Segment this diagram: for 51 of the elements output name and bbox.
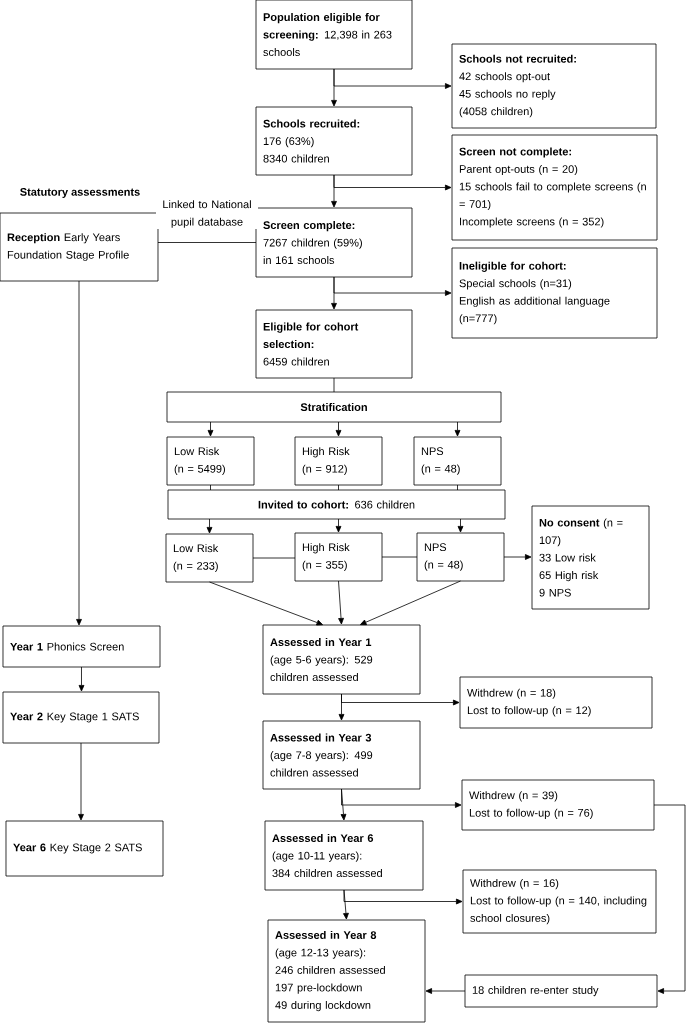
process-box: Low Risk (n = 233) (165, 533, 254, 583)
process-box: Population eligible for screening: 12,398 in 263 schools (255, 0, 413, 70)
arrow (341, 693, 460, 706)
arrow (338, 580, 344, 625)
arrow (333, 276, 452, 296)
process-box: Assessed in Year 3 (age 7-8 years): 499 children assessed (262, 720, 421, 790)
arrow (360, 580, 461, 626)
arrow (457, 518, 464, 533)
process-box: Screen not complete: Parent opt-outs (n = 20) 15 schools fail to complete screens (n = 701) Incomplete screens (n = 352) (451, 134, 658, 241)
arrow (653, 804, 686, 994)
band-box: Invited to cohort: 636 children (167, 489, 506, 520)
arrow (425, 988, 466, 994)
arrow (335, 518, 342, 533)
arrow (503, 554, 532, 560)
process-box: Year 6 Key Stage 2 SATS (5, 820, 164, 877)
edge-label: Linked to National pupil database (156, 199, 258, 229)
arrow (76, 280, 82, 626)
process-box: Withdrew (n = 16) Lost to follow-up (n = 140, including school closures) (462, 869, 657, 934)
process-box: Assessed in Year 6 (age 10-11 years): 384 children assessed (264, 820, 424, 891)
arrow (335, 421, 342, 437)
process-box: Year 2 Key Stage 1 SATS (2, 691, 160, 744)
arrow (341, 788, 462, 808)
process-box: Schools not recruited: 42 schools opt-out 45 schools no reply (4058 children) (451, 43, 657, 129)
process-box: 18 children re-enter study (464, 974, 658, 1008)
arrow (454, 421, 461, 437)
process-box: Low Risk (n = 5499) (166, 436, 255, 486)
process-box: Ineligible for cohort: Special schools (n=31) English as additional language (n=777) (451, 247, 658, 339)
arrow (209, 581, 323, 626)
process-box: Year 1 Phonics Screen (2, 625, 161, 668)
section-heading: Statutory assessments (20, 188, 140, 198)
process-box: Withdrew (n = 39) Lost to follow-up (n = 76) (461, 779, 655, 831)
band-box: Stratification (166, 391, 502, 423)
arrow (78, 742, 84, 821)
arrow (78, 666, 85, 692)
process-box: NPS (n = 48) (416, 532, 505, 582)
process-box: Assessed in Year 8 (age 12-13 years): 246 children assessed 197 pre-lockdown 49 during lockdown (267, 919, 426, 1023)
arrow (206, 518, 213, 534)
process-box: Eligible for cohort selection: 6459 children (255, 309, 413, 379)
arrow (333, 174, 452, 191)
process-box: Reception Early Years Foundation Stage Profile (0, 212, 159, 282)
process-box: Withdrew (n = 18) Lost to follow-up (n = 12) (459, 676, 653, 729)
process-box: Schools recruited: 176 (63%) 8340 children (255, 106, 413, 176)
process-box: Screen complete: 7267 children (59%) in 161 schools (255, 207, 413, 278)
arrow (333, 68, 452, 89)
process-box: NPS (n = 48) (413, 436, 502, 486)
process-box: Assessed in Year 1 (age 5-6 years): 529 children assessed (262, 624, 421, 695)
process-box: No consent (n = 107) 33 Low risk 65 High risk 9 NPS (531, 505, 650, 610)
arrow (343, 889, 463, 905)
process-box: High Risk (n = 355) (294, 532, 383, 582)
process-box: High Risk (n = 912) (294, 436, 383, 486)
arrow (207, 421, 214, 437)
